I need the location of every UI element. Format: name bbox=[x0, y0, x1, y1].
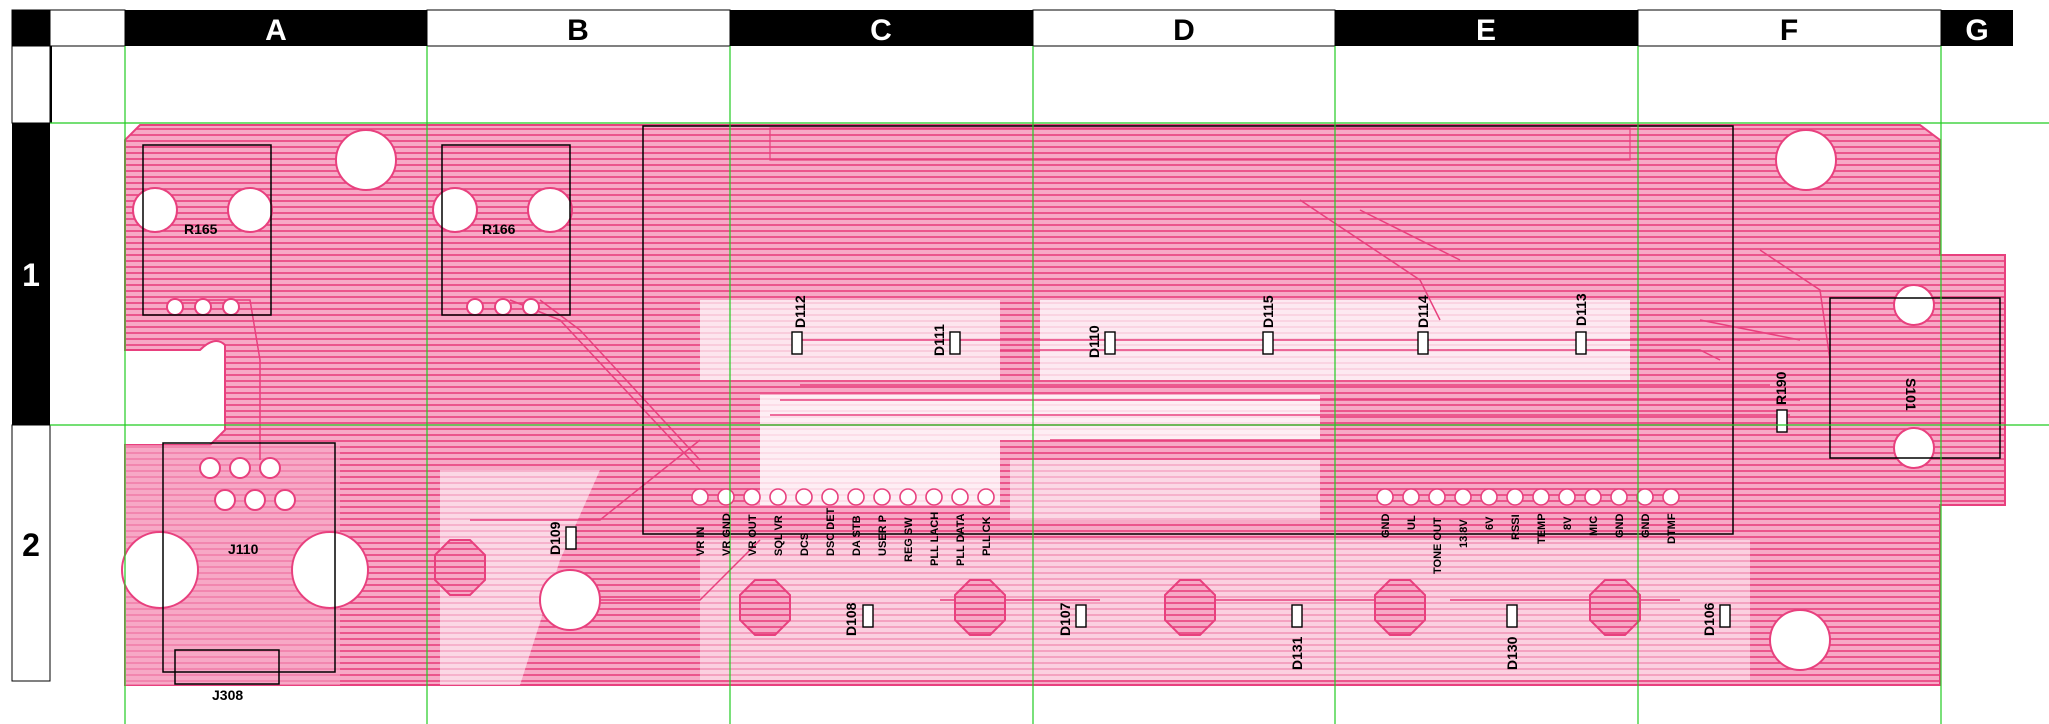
pin-label-pll-data: PLL DATA bbox=[955, 513, 967, 566]
column-label-g: G bbox=[1965, 14, 1988, 47]
label-d131: D131 bbox=[1289, 636, 1305, 670]
d115-body bbox=[1262, 331, 1274, 355]
d108-body bbox=[862, 604, 874, 628]
row-header: 1 2 bbox=[11, 45, 52, 682]
pin-label-gnd-2: GND bbox=[1614, 514, 1626, 539]
label-d115: D115 bbox=[1260, 295, 1276, 328]
d106-body bbox=[1719, 604, 1731, 628]
pin-label-tone-out: TONE OUT bbox=[1432, 517, 1444, 574]
d114-body bbox=[1417, 331, 1429, 355]
column-label-e: E bbox=[1476, 14, 1496, 47]
label-d113: D113 bbox=[1573, 293, 1589, 326]
label-r166: R166 bbox=[482, 221, 516, 237]
label-r165: R165 bbox=[184, 221, 218, 237]
column-header: A B C D E F G bbox=[11, 9, 2013, 47]
column-header-d: D bbox=[1032, 9, 1336, 47]
j308-outline bbox=[174, 649, 280, 685]
row-header-1: 1 bbox=[12, 123, 50, 425]
label-d130: D130 bbox=[1504, 636, 1520, 670]
pcb-board bbox=[121, 124, 2006, 686]
column-label-a: A bbox=[265, 14, 287, 47]
pin-label-gnd-3: GND bbox=[1640, 514, 1652, 539]
pin-label-rssi: RSSI bbox=[1510, 514, 1522, 540]
column-header-e: E bbox=[1335, 10, 1638, 47]
column-label-c: C bbox=[870, 14, 892, 47]
pin-label-sql-vr: SQL VR bbox=[773, 515, 785, 556]
label-s101: S101 bbox=[1903, 378, 1919, 411]
pin-label-vr-out: VR OUT bbox=[747, 514, 759, 556]
r166-outline bbox=[441, 144, 571, 316]
pin-label-da-stb: DA STB bbox=[851, 515, 863, 556]
column-header-f: F bbox=[1637, 9, 1942, 47]
label-d109: D109 bbox=[547, 521, 563, 555]
label-d110: D110 bbox=[1086, 325, 1102, 358]
row-label-1: 1 bbox=[22, 257, 40, 293]
pin-label-reg-sw: REG SW bbox=[903, 517, 915, 562]
d107-body bbox=[1075, 604, 1087, 628]
pin-label-dtmf: DTMF bbox=[1666, 513, 1678, 544]
column-label-b: B bbox=[567, 14, 589, 47]
label-j308: J308 bbox=[212, 687, 243, 703]
label-r190: R190 bbox=[1773, 371, 1789, 405]
row-label-2: 2 bbox=[22, 527, 40, 563]
pin-label-vr-in: VR IN bbox=[695, 527, 707, 556]
pin-label-dsc-det: DSC DET bbox=[825, 507, 837, 556]
pin-label-temp: TEMP bbox=[1536, 513, 1548, 544]
pin-label-user-p: USER P bbox=[877, 515, 889, 556]
label-d108: D108 bbox=[843, 602, 859, 636]
pin-label-13-8v: 13.8V bbox=[1458, 519, 1470, 548]
pin-label-6v: 6V bbox=[1484, 516, 1496, 530]
pin-label-pll-ck: PLL CK bbox=[981, 516, 993, 556]
d112-body bbox=[791, 331, 803, 355]
column-header-c: C bbox=[730, 10, 1033, 47]
column-label-d: D bbox=[1173, 14, 1195, 47]
pin-label-mic: MIC bbox=[1588, 516, 1600, 536]
pin-label-pll-lach: PLL LACH bbox=[929, 512, 941, 566]
label-d112: D112 bbox=[792, 295, 808, 328]
d130-body bbox=[1506, 604, 1518, 628]
d113-body bbox=[1575, 331, 1587, 355]
label-d111: D111 bbox=[931, 324, 947, 356]
d111-body bbox=[949, 331, 961, 355]
d110-body bbox=[1104, 331, 1116, 355]
column-label-f: F bbox=[1780, 14, 1798, 47]
pin-label-8v: 8V bbox=[1562, 516, 1574, 530]
column-header-a: A bbox=[125, 10, 427, 47]
label-d106: D106 bbox=[1701, 602, 1717, 636]
d109-body bbox=[565, 526, 577, 550]
r190-body bbox=[1776, 409, 1788, 433]
s101-outline bbox=[1829, 297, 2001, 459]
r165-outline bbox=[142, 144, 272, 316]
pin-label-ul: UL bbox=[1406, 515, 1418, 530]
label-d107: D107 bbox=[1057, 602, 1073, 636]
pin-label-gnd-1: GND bbox=[1380, 514, 1392, 539]
column-header-g: G bbox=[1941, 10, 2013, 47]
column-header-b: B bbox=[426, 9, 731, 47]
pin-label-vr-gnd: VR GND bbox=[721, 513, 733, 556]
j110-outline bbox=[162, 442, 336, 673]
pin-label-dcs: DCS bbox=[799, 533, 811, 556]
row-header-2: 2 bbox=[11, 424, 51, 682]
label-j110: J110 bbox=[228, 541, 259, 557]
grid-lines bbox=[50, 46, 2049, 724]
label-d114: D114 bbox=[1415, 295, 1431, 328]
d131-body bbox=[1291, 604, 1303, 628]
